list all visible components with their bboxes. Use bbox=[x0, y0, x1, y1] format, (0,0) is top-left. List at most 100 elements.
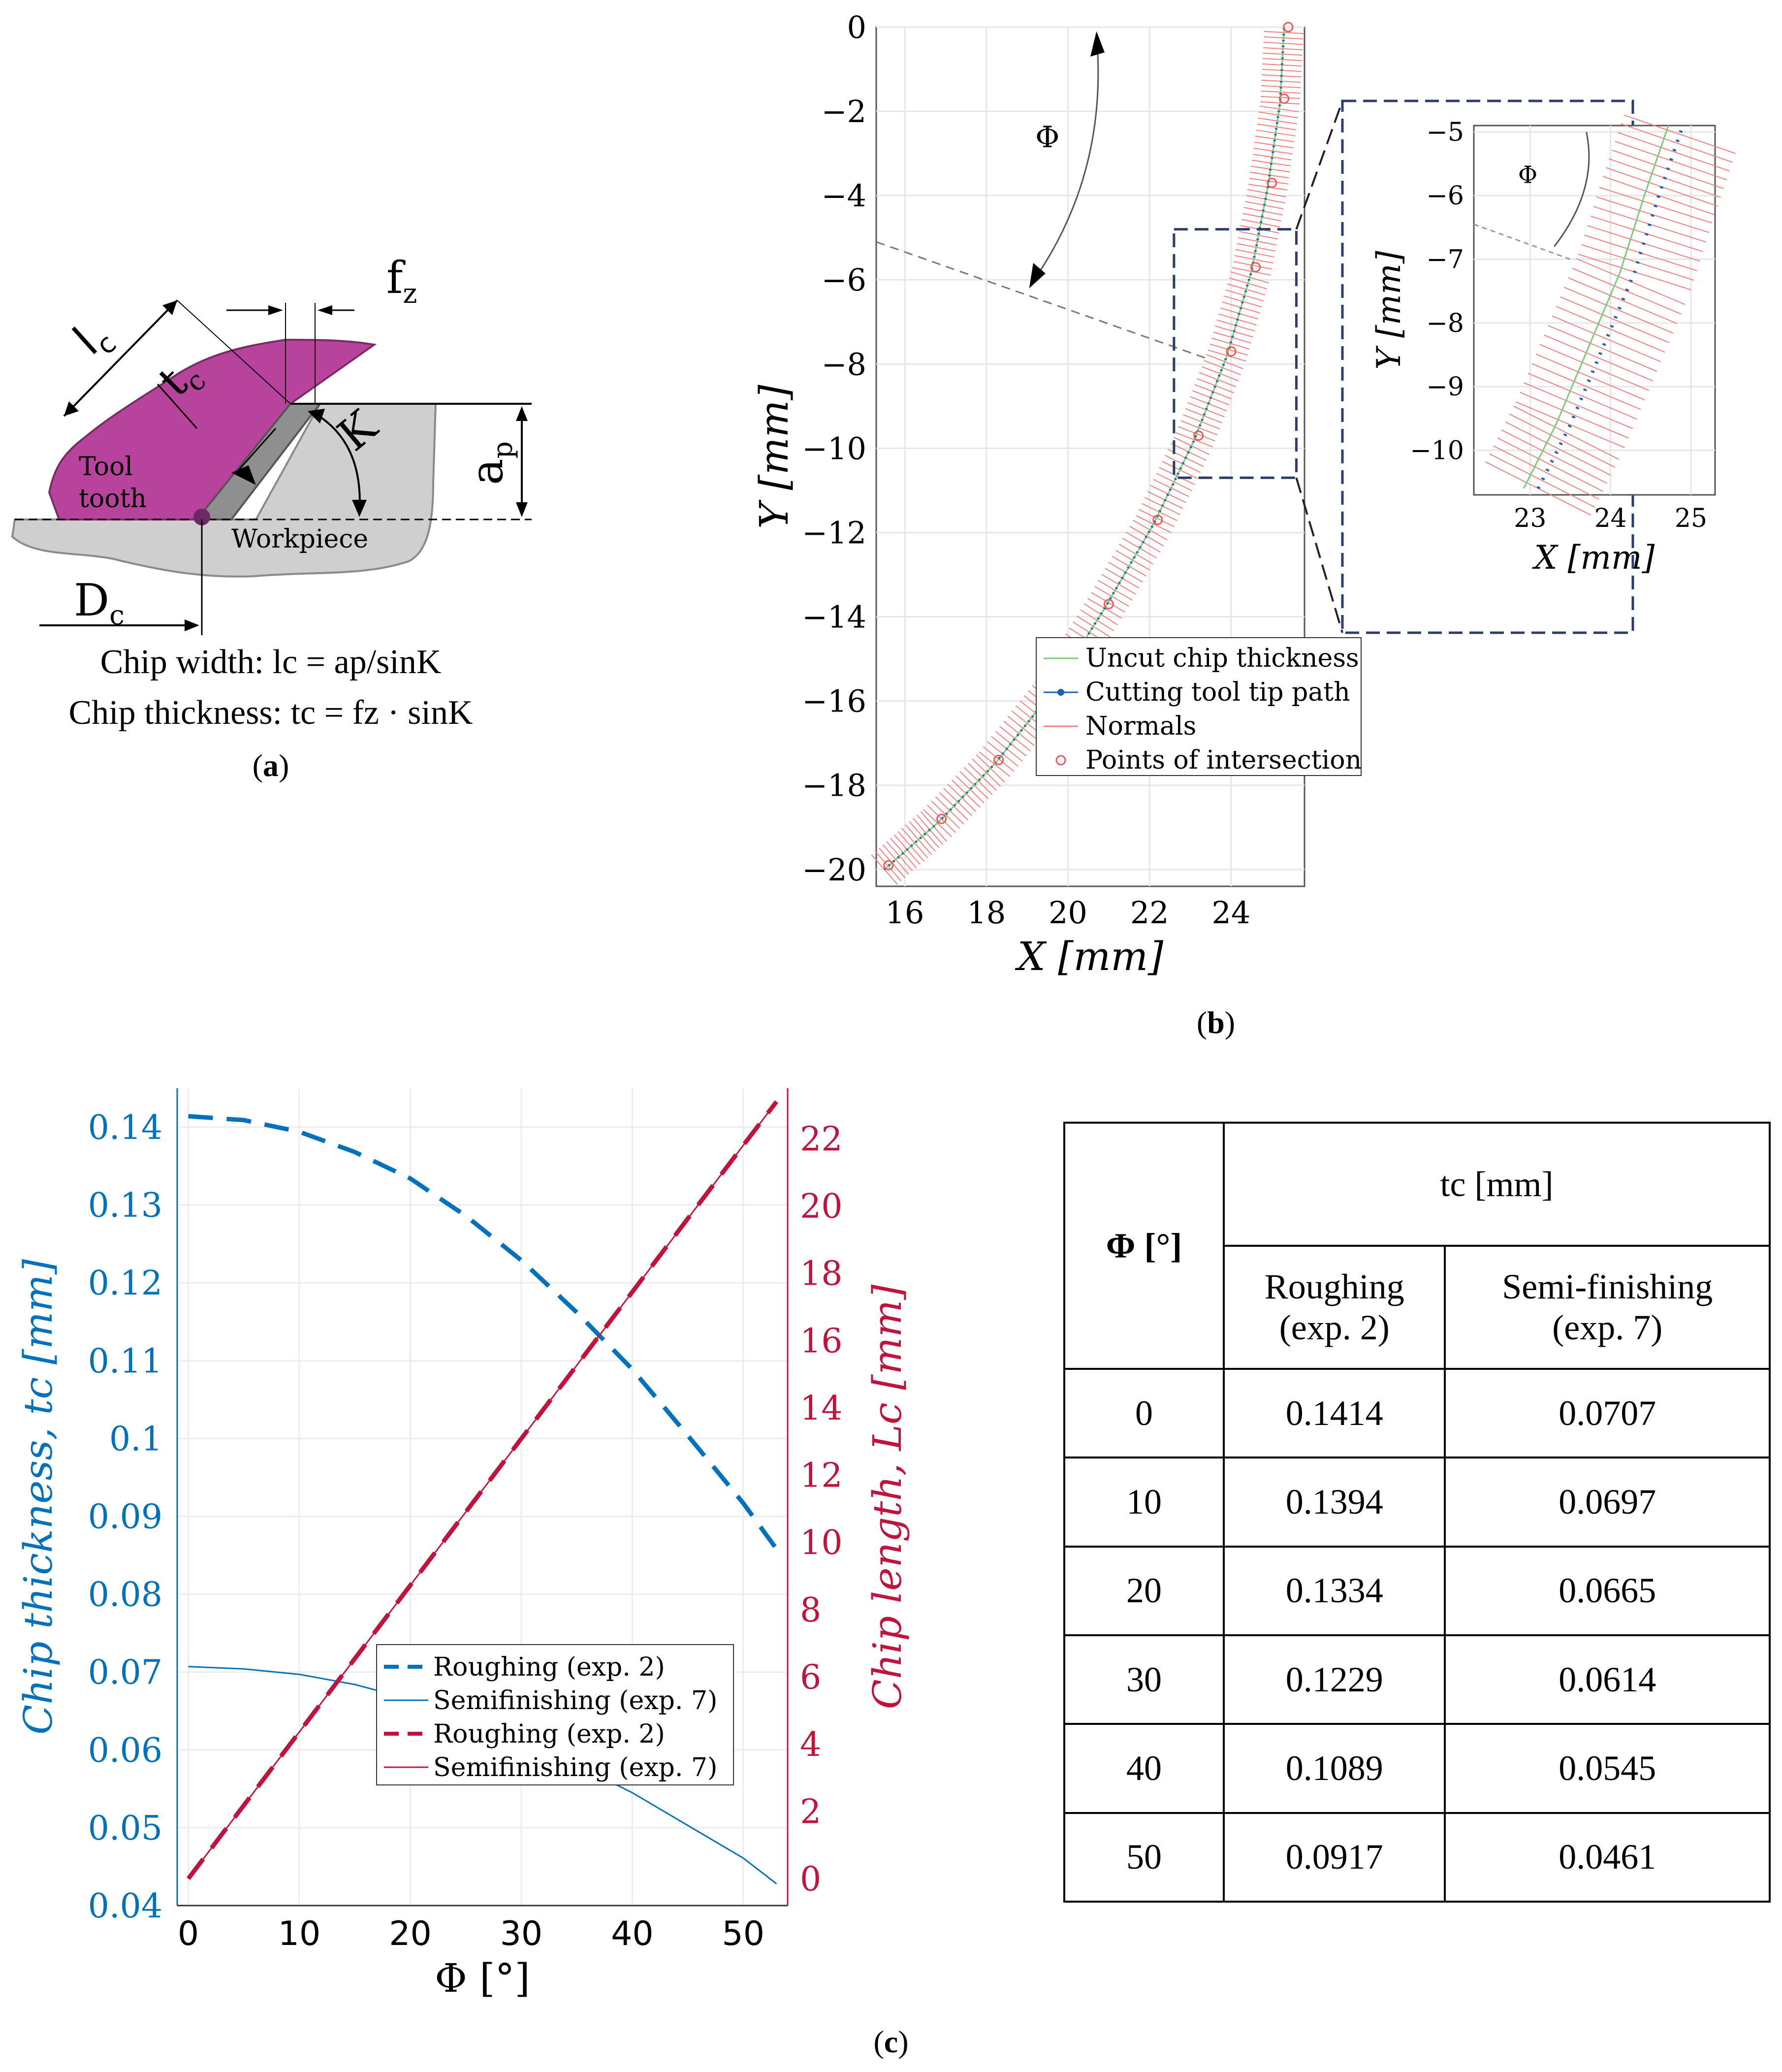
inset-y-tick-label: −8 bbox=[1426, 309, 1464, 338]
inset-y-tick-label: −6 bbox=[1426, 181, 1464, 211]
label-tooth: tooth bbox=[79, 484, 147, 514]
point-of-intersection bbox=[1279, 93, 1290, 104]
normal-line bbox=[871, 854, 898, 885]
y-tick-label-right: 0 bbox=[800, 1860, 821, 1899]
phi-reference-line bbox=[876, 241, 1211, 361]
legend-entry: Semifinishing (exp. 7) bbox=[433, 1753, 717, 1782]
legend-entry: Uncut chip thickness bbox=[1085, 644, 1359, 673]
tool-tip-point bbox=[193, 509, 210, 525]
y-tick-label: −12 bbox=[802, 515, 866, 550]
y-tick-label-right: 2 bbox=[800, 1793, 821, 1832]
x-axis-label: X [mm] bbox=[1015, 934, 1164, 979]
caption-c: (c) bbox=[873, 2024, 909, 2059]
inset-x-tick-label: 25 bbox=[1675, 504, 1707, 533]
zoom-connector-bottom bbox=[1295, 477, 1343, 633]
point-of-intersection bbox=[1226, 346, 1237, 357]
inset-normal-line bbox=[1505, 421, 1612, 476]
y-tick-label-left: 0.05 bbox=[88, 1809, 162, 1848]
inset-normal-line bbox=[1489, 453, 1595, 508]
label-fz: fz bbox=[386, 252, 417, 309]
inset-normal-line bbox=[1621, 123, 1733, 163]
y-tick-label-left: 0.11 bbox=[88, 1342, 162, 1381]
panel-a-diagram: lc tc fz K ap Dc Tool tooth Workpiece bbox=[11, 252, 532, 635]
y-tick-label-right: 4 bbox=[800, 1725, 821, 1764]
inset-normal-line bbox=[1520, 391, 1629, 439]
point-of-intersection bbox=[993, 754, 1004, 765]
inset-normal-line bbox=[1615, 141, 1727, 181]
inset-normal-line bbox=[1509, 414, 1616, 468]
inset-normal-line bbox=[1501, 429, 1607, 484]
point-of-intersection bbox=[1103, 599, 1114, 610]
x-tick-label: 18 bbox=[967, 895, 1006, 931]
inset-x-tick-label: 23 bbox=[1514, 504, 1546, 533]
inset-series-path bbox=[1536, 125, 1685, 489]
inset-phi-annotation: Φ bbox=[1518, 161, 1537, 189]
x-tick-label: 40 bbox=[611, 1914, 654, 1953]
y-tick-label: −4 bbox=[822, 178, 866, 214]
x-tick-label: 20 bbox=[1049, 895, 1087, 931]
y-tick-label: −20 bbox=[802, 852, 866, 888]
y-tick-label: −18 bbox=[802, 768, 866, 804]
inset-y-tick-label: −7 bbox=[1426, 245, 1464, 275]
inset-normal-line bbox=[1556, 306, 1665, 353]
y-tick-label-left: 0.04 bbox=[88, 1887, 162, 1926]
inset-normal-line bbox=[1602, 176, 1715, 216]
y-tick-label-left: 0.13 bbox=[88, 1186, 162, 1225]
x-tick-label: 50 bbox=[722, 1914, 765, 1953]
point-of-intersection bbox=[1193, 430, 1204, 441]
y-tick-label-right: 12 bbox=[800, 1457, 843, 1495]
y-tick-label-right: 18 bbox=[800, 1255, 843, 1294]
legend-marker-path bbox=[1057, 689, 1064, 696]
legend-entry: Points of intersection bbox=[1085, 745, 1362, 775]
x-tick-label: 30 bbox=[500, 1914, 543, 1953]
label-ap: ap bbox=[461, 441, 518, 485]
label-workpiece: Workpiece bbox=[231, 524, 368, 554]
inset-phi-arc bbox=[1554, 131, 1590, 247]
y-tick-label: −14 bbox=[802, 599, 866, 635]
legend-entry: Semifinishing (exp. 7) bbox=[433, 1686, 717, 1716]
inset-normal-line bbox=[1623, 114, 1736, 154]
inset-normal-line bbox=[1524, 382, 1633, 429]
y-tick-label-left: 0.07 bbox=[88, 1653, 162, 1692]
y-tick-label-right: 8 bbox=[800, 1591, 821, 1630]
phi-arrowhead-bottom bbox=[1029, 263, 1046, 289]
inset-normal-line bbox=[1493, 445, 1599, 500]
caption-b: (b) bbox=[1196, 1005, 1236, 1040]
inset-normal-line bbox=[1497, 437, 1603, 492]
y-tick-label-left: 0.14 bbox=[88, 1108, 162, 1147]
inset-normal-line bbox=[1513, 405, 1620, 460]
phi-arc bbox=[1030, 35, 1099, 285]
inset-normal-line bbox=[1516, 401, 1625, 449]
table-header-phi: Φ [°] bbox=[1063, 1122, 1225, 1370]
x-tick-label: 0 bbox=[178, 1914, 199, 1953]
legend-entry: Normals bbox=[1085, 712, 1196, 741]
y-tick-label: −10 bbox=[802, 430, 866, 466]
chip-thickness-table: Φ [°] tc [mm] Roughing(exp. 2) Semi-fini… bbox=[1063, 1122, 1771, 1903]
zoom-connector-top bbox=[1295, 100, 1343, 230]
inset-normal-line bbox=[1618, 132, 1730, 172]
inset-normal-line bbox=[1544, 334, 1654, 382]
point-of-intersection bbox=[1283, 22, 1294, 32]
legend-marker-points bbox=[1055, 755, 1066, 766]
table-header-roughing: Roughing(exp. 2) bbox=[1222, 1245, 1446, 1370]
inset-y-axis-label: Y [mm] bbox=[1370, 251, 1408, 369]
y-tick-label-right: 6 bbox=[800, 1658, 821, 1697]
y-axis-label-left: Chip thickness, tc [mm] bbox=[15, 1259, 61, 1735]
inset-normal-line bbox=[1535, 354, 1645, 401]
y-tick-label-right: 10 bbox=[800, 1523, 843, 1562]
phi-arrowhead-top bbox=[1090, 31, 1105, 57]
table-header-tc: tc [mm] bbox=[1223, 1122, 1771, 1247]
y-tick-label: 0 bbox=[847, 9, 866, 45]
workpiece-shape bbox=[11, 403, 437, 578]
series-line-0 bbox=[188, 1114, 779, 1551]
x-tick-label: 10 bbox=[278, 1914, 321, 1953]
legend-box bbox=[376, 1644, 734, 1785]
y-tick-label-left: 0.08 bbox=[88, 1576, 162, 1615]
inset-normal-line bbox=[1552, 315, 1661, 362]
legend-entry: Roughing (exp. 2) bbox=[433, 1652, 665, 1682]
